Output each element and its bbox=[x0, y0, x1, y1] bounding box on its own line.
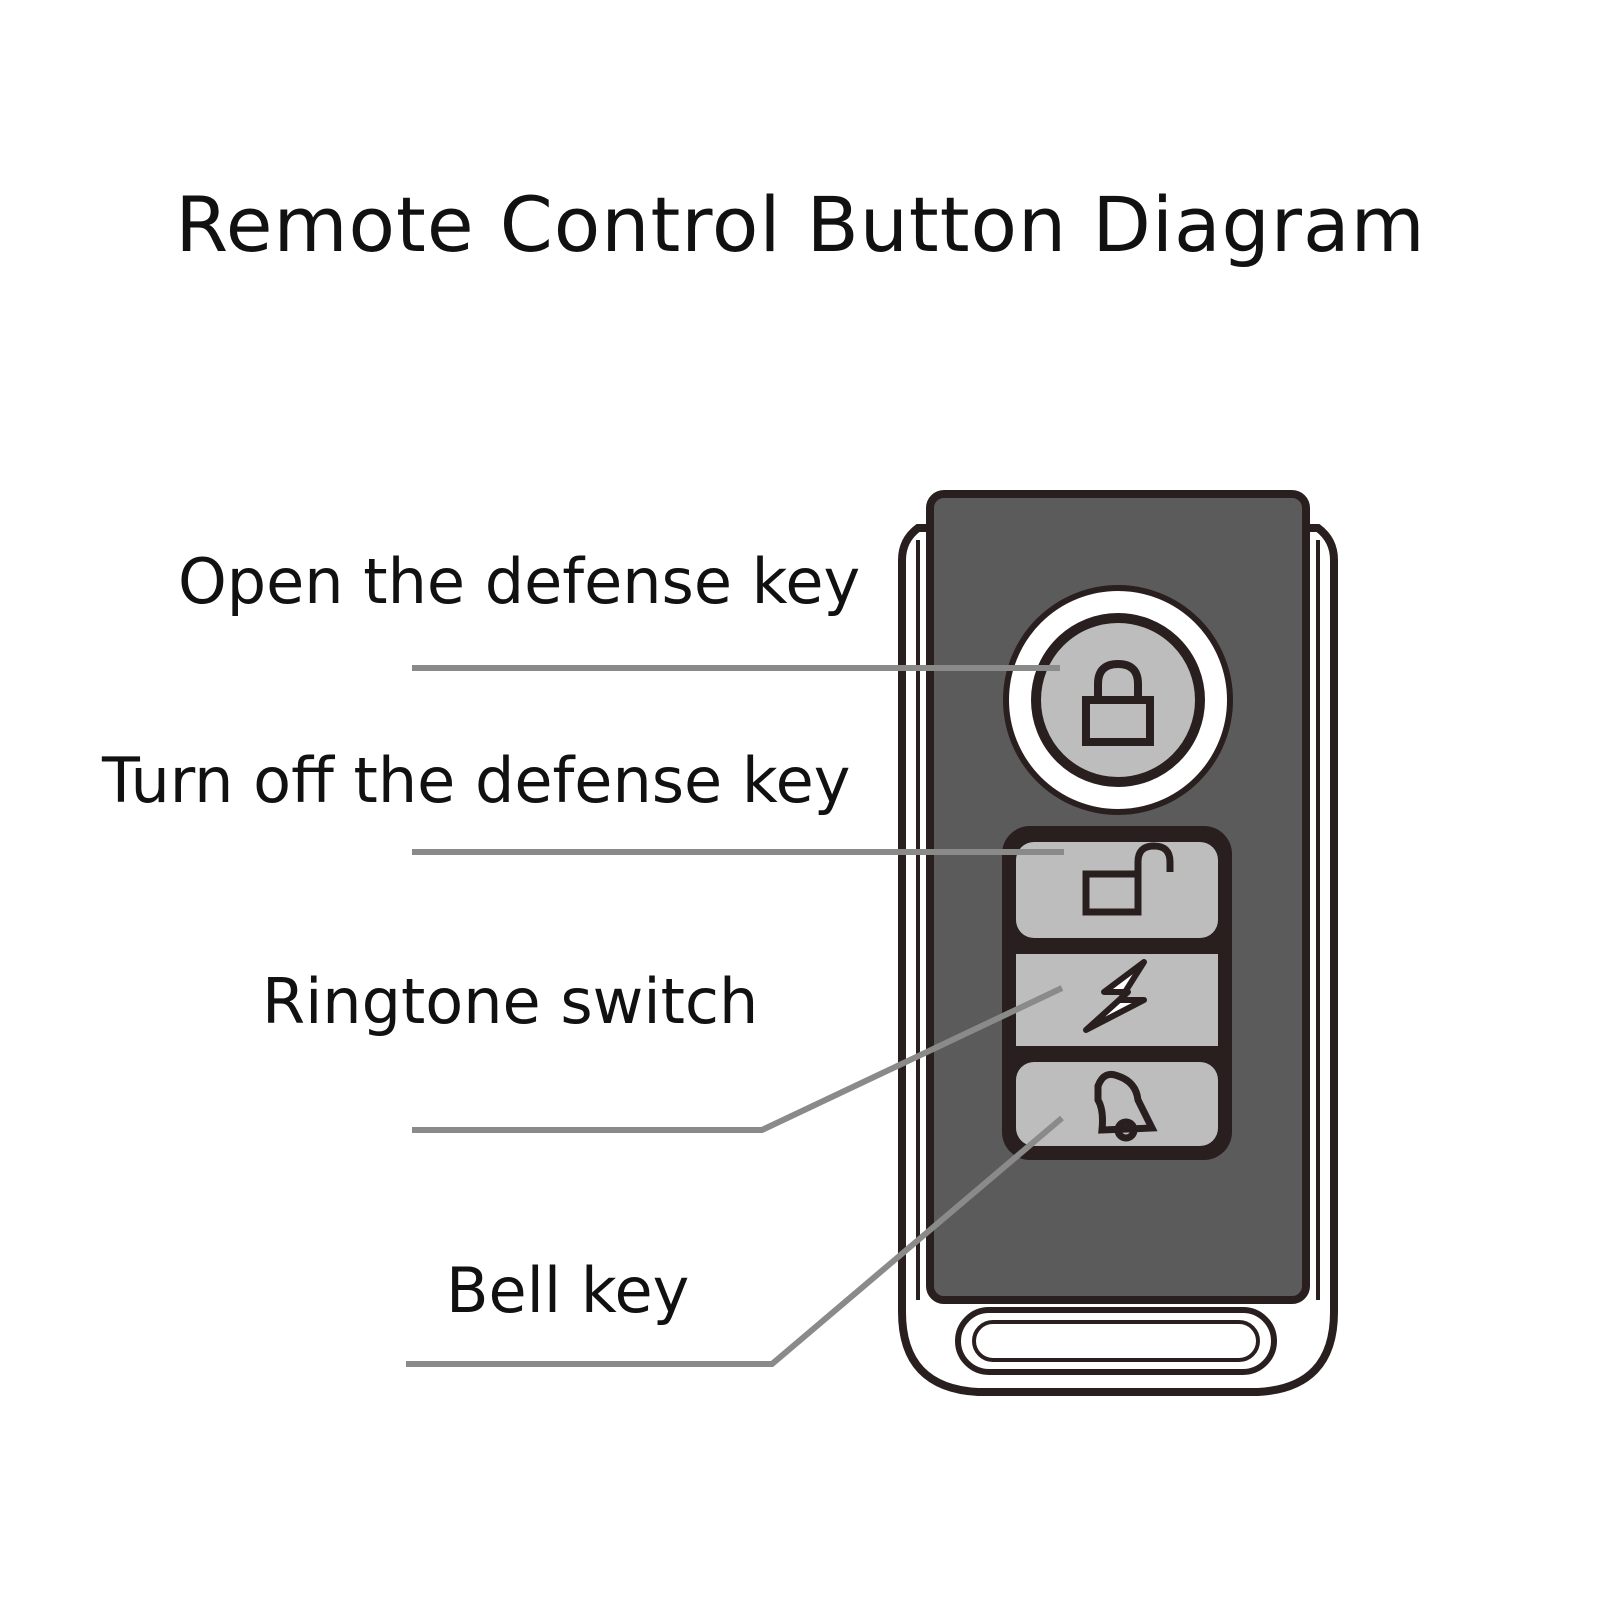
open-defense-label: Open the defense key bbox=[178, 545, 861, 618]
leader-lines bbox=[406, 665, 1064, 1367]
turn-off-defense-button[interactable] bbox=[1016, 842, 1218, 938]
leader-bell-key bbox=[406, 1115, 1064, 1367]
lightning-icon bbox=[1083, 959, 1147, 1033]
leader-ringtone-switch bbox=[412, 985, 1064, 1133]
turn-off-defense-label: Turn off the defense key bbox=[102, 744, 851, 817]
ringtone-switch-label: Ringtone switch bbox=[262, 965, 759, 1038]
lock-open-icon bbox=[1082, 842, 1174, 916]
keyring-slot-inner bbox=[972, 1320, 1260, 1362]
bell-button[interactable] bbox=[1016, 1062, 1218, 1146]
lock-closed-icon bbox=[1082, 659, 1154, 746]
bell-key-label: Bell key bbox=[446, 1254, 690, 1327]
diagram-title: Remote Control Button Diagram bbox=[175, 180, 1426, 269]
bell-icon bbox=[1094, 1070, 1158, 1142]
